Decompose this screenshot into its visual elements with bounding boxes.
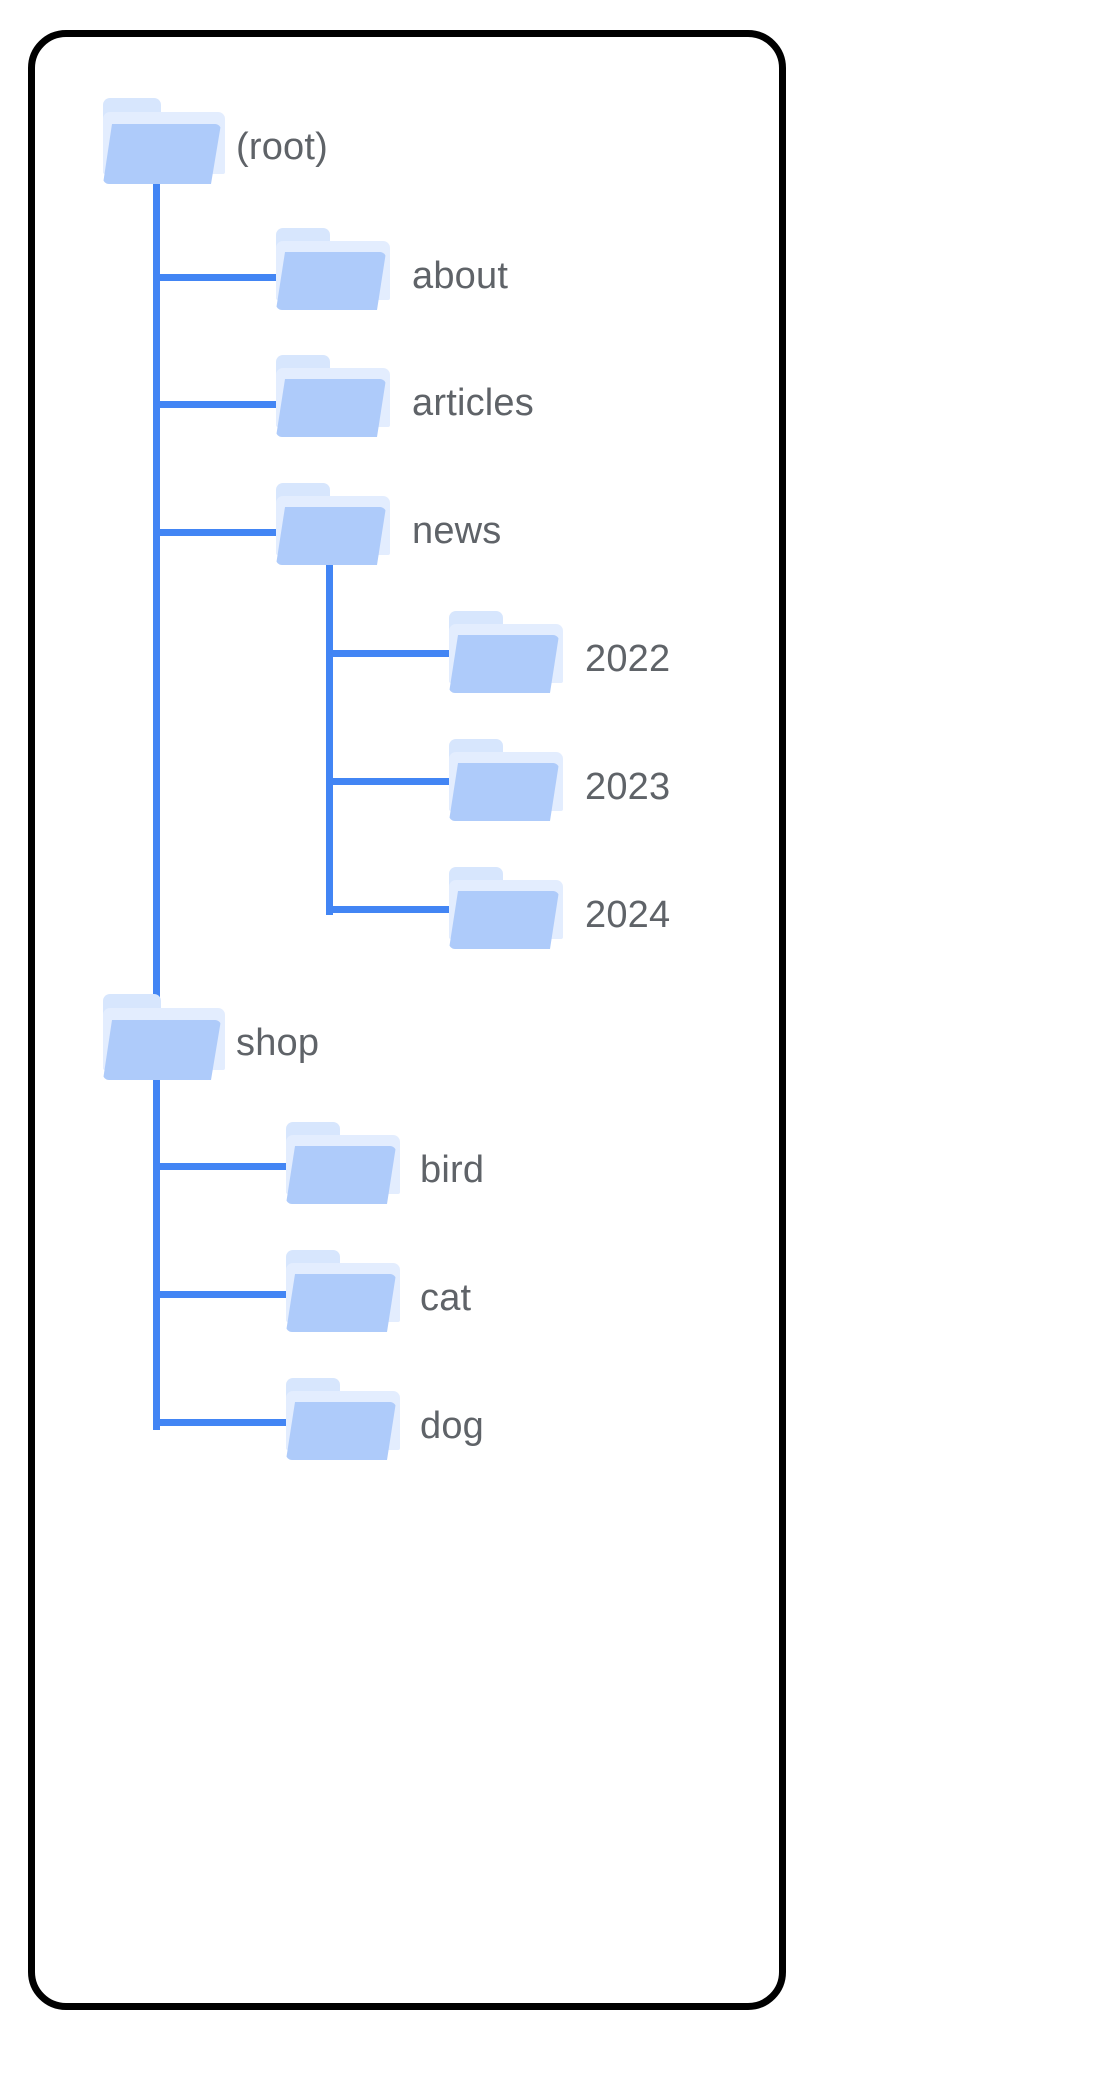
connector-news-2022 (326, 650, 463, 657)
node-label-bird: bird (420, 1149, 485, 1191)
folder-front-panel (286, 1146, 396, 1204)
folder-front-panel (103, 1020, 221, 1080)
node-label-cat: cat (420, 1277, 472, 1319)
folder-icon[interactable] (286, 1250, 400, 1332)
node-label-articles: articles (412, 382, 534, 424)
node-label-2024: 2024 (585, 894, 671, 936)
connector-root-about (153, 274, 290, 281)
node-label-root: (root) (236, 126, 328, 168)
connector-root-trunk (153, 178, 160, 1088)
node-label-about: about (412, 255, 509, 297)
connector-shop-bird (153, 1163, 300, 1170)
folder-icon[interactable] (276, 483, 390, 565)
connector-shop-trunk (153, 1070, 160, 1430)
folder-front-panel (449, 635, 559, 693)
folder-icon[interactable] (286, 1378, 400, 1460)
folder-icon[interactable] (286, 1122, 400, 1204)
connector-news-trunk (326, 560, 333, 915)
connector-root-news (153, 529, 290, 536)
folder-icon[interactable] (103, 994, 225, 1080)
connector-shop-cat (153, 1291, 300, 1298)
folder-icon[interactable] (449, 867, 563, 949)
folder-front-panel (286, 1274, 396, 1332)
node-label-2023: 2023 (585, 766, 671, 808)
folder-icon[interactable] (276, 355, 390, 437)
folder-front-panel (449, 763, 559, 821)
folder-front-panel (276, 379, 386, 437)
folder-icon[interactable] (449, 739, 563, 821)
folder-icon[interactable] (103, 98, 225, 184)
folder-front-panel (276, 507, 386, 565)
folder-icon[interactable] (449, 611, 563, 693)
connector-root-articles (153, 401, 290, 408)
folder-icon[interactable] (276, 228, 390, 310)
connector-news-2023 (326, 778, 463, 785)
node-label-dog: dog (420, 1405, 485, 1447)
folder-front-panel (276, 252, 386, 310)
node-label-2022: 2022 (585, 638, 671, 680)
connector-news-2024 (326, 906, 463, 913)
folder-front-panel (286, 1402, 396, 1460)
folder-front-panel (103, 124, 221, 184)
connector-shop-dog (153, 1419, 300, 1426)
node-label-shop: shop (236, 1022, 320, 1064)
folder-front-panel (449, 891, 559, 949)
node-label-news: news (412, 510, 502, 552)
